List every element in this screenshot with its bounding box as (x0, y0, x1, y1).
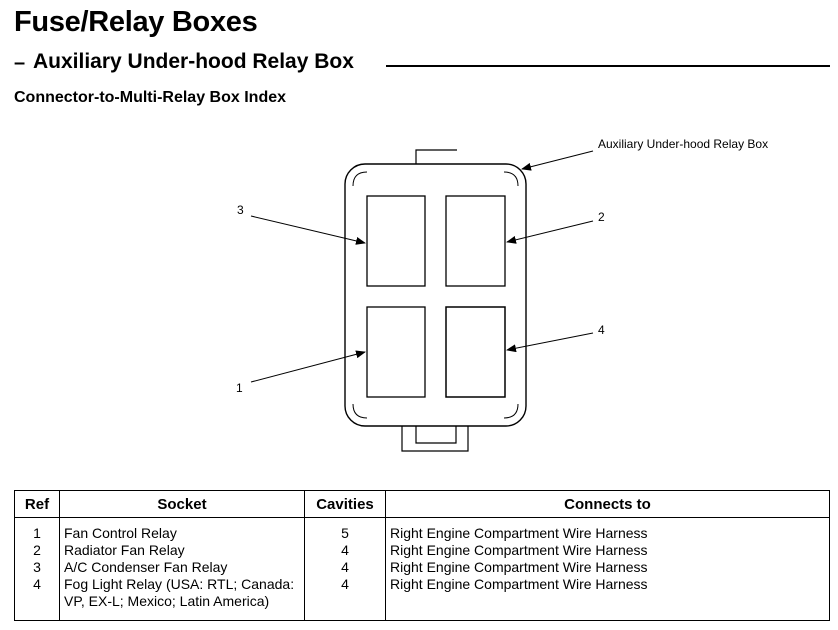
cell-ref: 3 (14, 559, 60, 576)
relay-socket-4 (445, 306, 506, 398)
relay-box-diagram: Auxiliary Under-hood Relay Box 3 2 4 1 (236, 137, 768, 452)
subtitle-row: – Auxiliary Under-hood Relay Box (14, 50, 830, 78)
bottom-connector (401, 426, 469, 452)
cell-connects: Right Engine Compartment Wire Harness (385, 542, 830, 559)
box-label: Auxiliary Under-hood Relay Box (598, 137, 768, 151)
cell-socket: Fog Light Relay (USA: RTL; Canada: VP, E… (59, 576, 305, 621)
table-header-row: Ref Socket Cavities Connects to (14, 490, 830, 518)
cell-cavities: 4 (304, 559, 386, 576)
cell-socket: Fan Control Relay (59, 517, 305, 542)
cell-socket: Radiator Fan Relay (59, 542, 305, 559)
relay-socket-1 (366, 306, 426, 398)
cell-ref: 1 (14, 517, 60, 542)
relay-index-table: Ref Socket Cavities Connects to 1 Fan Co… (14, 490, 830, 621)
cell-cavities: 4 (304, 576, 386, 621)
leader-box-label (521, 150, 594, 171)
leader-3 (250, 215, 366, 245)
corner-marks (352, 171, 519, 419)
subtitle-dash: – (14, 52, 26, 74)
header-ref: Ref (14, 490, 60, 518)
callout-2: 2 (598, 210, 605, 224)
cell-connects: Right Engine Compartment Wire Harness (385, 559, 830, 576)
leader-1 (250, 350, 366, 383)
page-subtitle: Auxiliary Under-hood Relay Box (33, 50, 354, 73)
cell-ref: 2 (14, 542, 60, 559)
table-row: 2 Radiator Fan Relay 4 Right Engine Comp… (14, 542, 830, 559)
cell-ref: 4 (14, 576, 60, 621)
relay-socket-3 (366, 195, 426, 287)
callout-4: 4 (598, 323, 605, 337)
relay-socket-2 (445, 195, 506, 287)
cell-socket: A/C Condenser Fan Relay (59, 559, 305, 576)
header-cavities: Cavities (304, 490, 386, 518)
leader-4 (506, 332, 594, 353)
header-socket: Socket (59, 490, 305, 518)
header-connects: Connects to (385, 490, 830, 518)
cell-connects: Right Engine Compartment Wire Harness (385, 517, 830, 542)
page-title: Fuse/Relay Boxes (14, 6, 258, 38)
table-row: 4 Fog Light Relay (USA: RTL; Canada: VP,… (14, 576, 830, 621)
section-heading: Connector-to-Multi-Relay Box Index (14, 89, 287, 106)
cell-connects: Right Engine Compartment Wire Harness (385, 576, 830, 621)
callout-1: 1 (236, 381, 243, 395)
cell-cavities: 4 (304, 542, 386, 559)
table-row: 3 A/C Condenser Fan Relay 4 Right Engine… (14, 559, 830, 576)
subtitle-rule (386, 65, 830, 67)
top-latch (415, 149, 457, 165)
table-row: 1 Fan Control Relay 5 Right Engine Compa… (14, 517, 830, 542)
cell-cavities: 5 (304, 517, 386, 542)
callout-3: 3 (237, 203, 244, 217)
leader-2 (506, 220, 594, 244)
